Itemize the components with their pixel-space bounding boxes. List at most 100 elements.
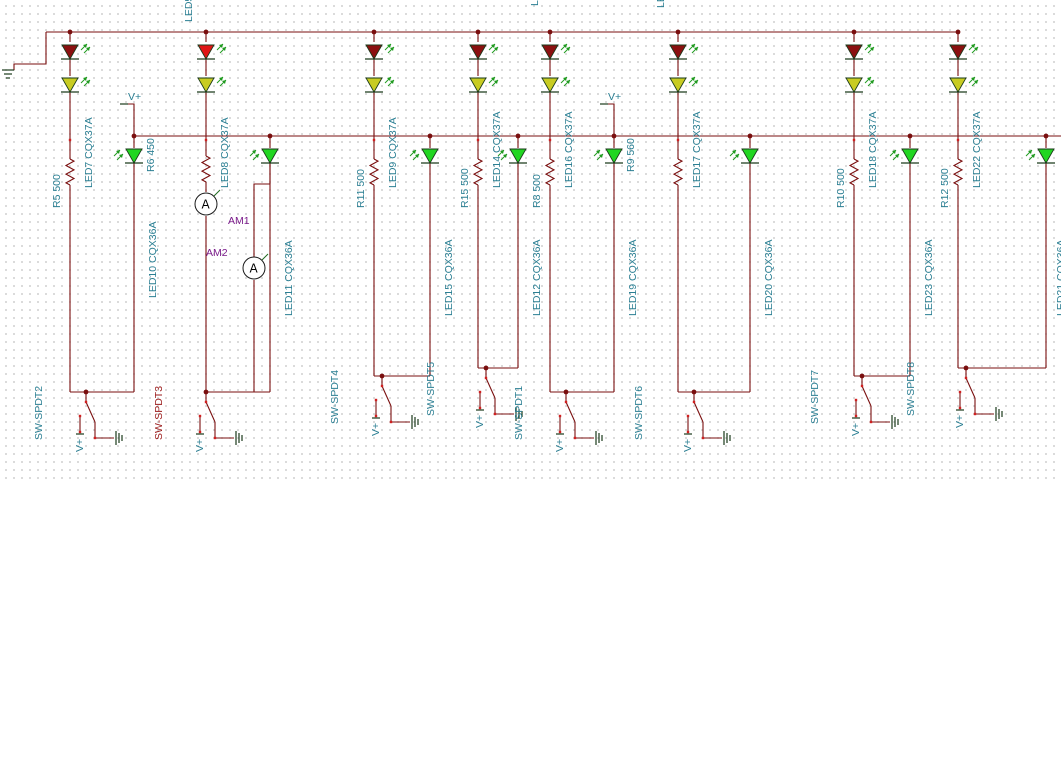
led-arrowhead [694,47,698,51]
led-yellow-icon [845,76,875,93]
led-arrowhead [412,150,416,154]
ammeter-glyph: A [250,262,259,276]
pin-marker [204,400,208,404]
switch-blade [205,401,216,423]
ground-icon [595,431,603,445]
led-triangle [509,148,527,164]
ground-icon [995,407,1003,421]
led-yellow-icon [61,76,91,93]
led-triangle [949,44,967,60]
led-arrowhead [219,44,223,48]
led-red-icon [845,43,875,60]
led-green-icon [889,148,919,164]
led-label: LED17 CQX37A [691,112,703,188]
switch-blade [965,377,976,399]
led-yellow-icon [949,76,979,93]
led-label: LED14 CQX37A [491,112,503,188]
junction-dot [515,133,521,139]
pin-marker [958,406,962,410]
resistor-icon [952,158,964,186]
cut-label: LE [655,0,667,8]
junction-dot [67,29,73,35]
led-arrowhead [735,154,739,158]
ground-icon [115,431,123,445]
led-label: LED15 CQX36A [443,240,455,316]
led-triangle [669,44,687,60]
led-label: LED19 CQX36A [627,240,639,316]
switch-label: SW-SPDT8 [905,362,917,416]
led-arrowhead [599,154,603,158]
led-triangle [365,44,383,60]
junction-dot [483,365,489,371]
pin-marker [692,400,696,404]
led-green-icon [249,148,279,164]
led-triangle [61,44,79,60]
pin-marker [676,138,680,142]
led-red-icon [197,43,227,60]
led-triangle [741,148,759,164]
resistor-icon [544,158,556,186]
ammeter-body [194,192,218,216]
resistor-label: R12 500 [939,168,951,208]
led-arrowhead [252,150,256,154]
led-label: LED20 CQX36A [763,240,775,316]
pin-marker [204,138,208,142]
led-triangle [197,44,215,60]
resistor-label: R9 560 [625,138,637,172]
led-green-icon [409,148,439,164]
junction-dot [267,133,273,139]
pin-marker [956,138,960,142]
led-arrowhead [503,154,507,158]
led-green-icon [1025,148,1055,164]
supply-label: V+ [954,415,966,428]
led-arrowhead [596,150,600,154]
supply-label: V+ [74,439,86,452]
led-triangle [845,77,863,93]
pin-marker [493,412,497,416]
led-triangle [949,77,967,93]
grid-background [0,0,1061,485]
led-arrowhead [222,47,226,51]
pin-marker [958,390,962,394]
resistor-label: R6 450 [145,138,157,172]
pin-marker [389,420,393,424]
led-arrowhead [691,77,695,81]
led-label: LED12 CQX36A [531,240,543,316]
led-arrowhead [1031,154,1035,158]
led-arrowhead [694,80,698,84]
led-arrowhead [563,44,567,48]
led-arrowhead [387,77,391,81]
junction-dot [851,29,857,35]
switch-label: SW-SPDT6 [633,386,645,440]
led-label: LED7 CQX37A [83,117,95,188]
led-arrowhead [119,154,123,158]
led-arrowhead [83,77,87,81]
pin-marker [478,390,482,394]
led-red-icon [61,43,91,60]
switch-label: SW-SPDT4 [329,370,341,424]
led-arrowhead [974,80,978,84]
led-triangle [421,148,439,164]
led-arrowhead [974,47,978,51]
supply-label: V+ [128,91,141,103]
pin-marker [548,138,552,142]
led-arrowhead [971,77,975,81]
junction-dot [955,29,961,35]
led-triangle [125,148,143,164]
cut-label: LE [529,0,541,6]
junction-dot [131,133,137,139]
led-label: LED21 CQX36A [1055,240,1061,316]
supply-label: V+ [608,91,621,103]
pin-marker [701,436,705,440]
pin-marker [93,436,97,440]
led-triangle [197,77,215,93]
led-red-icon [949,43,979,60]
resistor-icon [472,158,484,186]
switch-label: SW-SPDT1 [513,386,525,440]
led-arrowhead [1028,150,1032,154]
ammeter-icon: A [242,253,269,280]
led-arrowhead [732,150,736,154]
led-arrowhead [691,44,695,48]
